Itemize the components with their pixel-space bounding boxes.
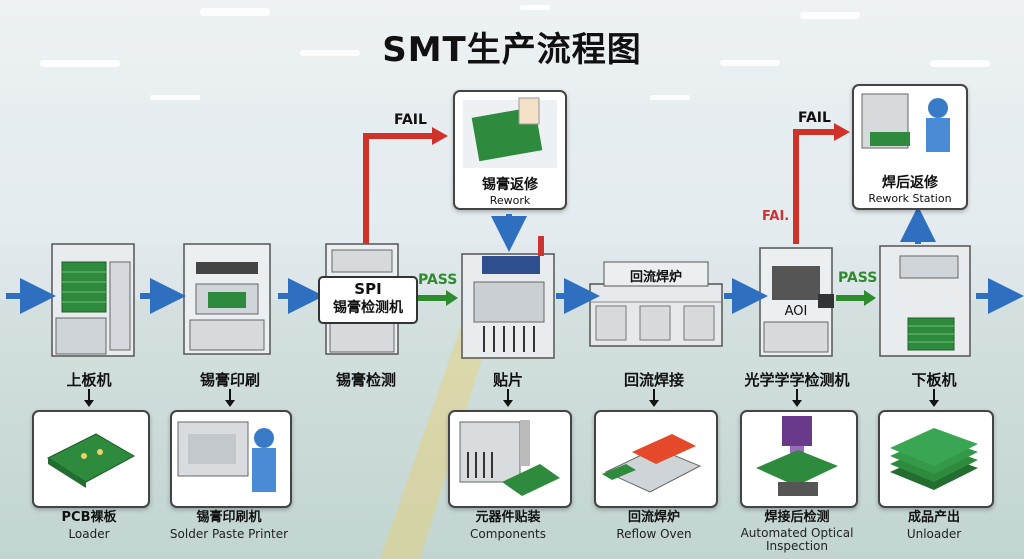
stage-label-loader: 上板机 <box>66 371 112 389</box>
spi-label-en: SPI <box>354 280 382 298</box>
card-components <box>448 410 572 508</box>
card-label-pcb-en: Loader <box>68 527 110 541</box>
pcb-stack-illustration <box>890 428 978 490</box>
stage-label-printing: 锡膏印刷 <box>199 371 260 389</box>
unloader-machine <box>879 245 971 357</box>
card-label-aoi-en: Automated Optical Inspection <box>740 526 854 553</box>
flow-arrows <box>6 206 1024 314</box>
card-pcb <box>32 410 150 508</box>
spi-label-box: SPI 锡膏检测机 <box>318 276 418 324</box>
reflow-machine <box>589 261 723 347</box>
ceiling-lights <box>40 5 990 100</box>
fail-label-3: FAI. <box>762 209 790 224</box>
fail-arrows <box>363 123 850 244</box>
pass-arrows <box>416 290 876 306</box>
rework-label-cn: 锡膏返修 <box>482 177 538 193</box>
aoi-machine <box>759 247 834 357</box>
fail-label-2: FAIL <box>798 110 831 126</box>
down-arrows <box>84 389 939 407</box>
card-label-components-cn: 元器件贴装 <box>475 510 541 525</box>
card-reflow <box>594 410 718 508</box>
card-label-reflow-cn: 回流焊炉 <box>627 510 680 525</box>
rework-station-label-en: Rework Station <box>868 192 952 205</box>
card-label-pcb-cn: PCB裸板 <box>61 510 117 525</box>
card-printer <box>170 410 292 508</box>
card-label-aoi-cn: 焊接后检测 <box>764 510 830 525</box>
diagram-title: SMT生产流程图 <box>382 30 642 70</box>
reflow-machine-label: 回流焊炉 <box>629 270 682 285</box>
pick-place-machine <box>461 236 555 359</box>
aoi-illustration <box>756 416 838 496</box>
rework-station-illustration <box>861 93 950 152</box>
pass-label-2: PASS <box>838 270 878 286</box>
card-aoi <box>740 410 858 508</box>
stage-label-placement: 贴片 <box>492 371 523 389</box>
rework-label-en: Rework <box>489 194 531 207</box>
stage-label-spi: 锡膏检测 <box>335 371 396 389</box>
card-label-components-en: Components <box>470 527 546 541</box>
pass-label-1: PASS <box>418 272 458 288</box>
card-label-printer-en: Solder Paste Printer <box>169 527 289 541</box>
rework-station-label-cn: 焊后返修 <box>882 175 938 191</box>
card-label-unloader-en: Unloader <box>906 527 962 541</box>
pcb-board-illustration <box>46 433 136 488</box>
card-label-reflow-en: Reflow Oven <box>616 527 692 541</box>
printer-illustration <box>177 421 276 492</box>
spi-label-cn: 锡膏检测机 <box>333 300 403 316</box>
fail-label-1: FAIL <box>394 112 427 128</box>
stage-label-unloader: 下板机 <box>911 371 957 389</box>
stage-label-reflow: 回流焊接 <box>623 371 684 389</box>
components-illustration <box>459 420 560 496</box>
loader-machine <box>51 243 135 357</box>
card-label-printer-cn: 锡膏印刷机 <box>196 510 262 525</box>
aoi-machine-label: AOI <box>784 304 808 319</box>
card-label-unloader-cn: 成品产出 <box>907 510 960 525</box>
rework-station-card: 焊后返修 Rework Station <box>852 84 968 210</box>
printer-machine <box>183 243 271 355</box>
stage-label-aoi: 光学学学检测机 <box>744 371 850 389</box>
reflow-illustration <box>602 434 702 493</box>
rework-illustration <box>463 97 557 168</box>
card-unloader <box>878 410 994 508</box>
rework-card: 锡膏返修 Rework <box>453 90 567 210</box>
